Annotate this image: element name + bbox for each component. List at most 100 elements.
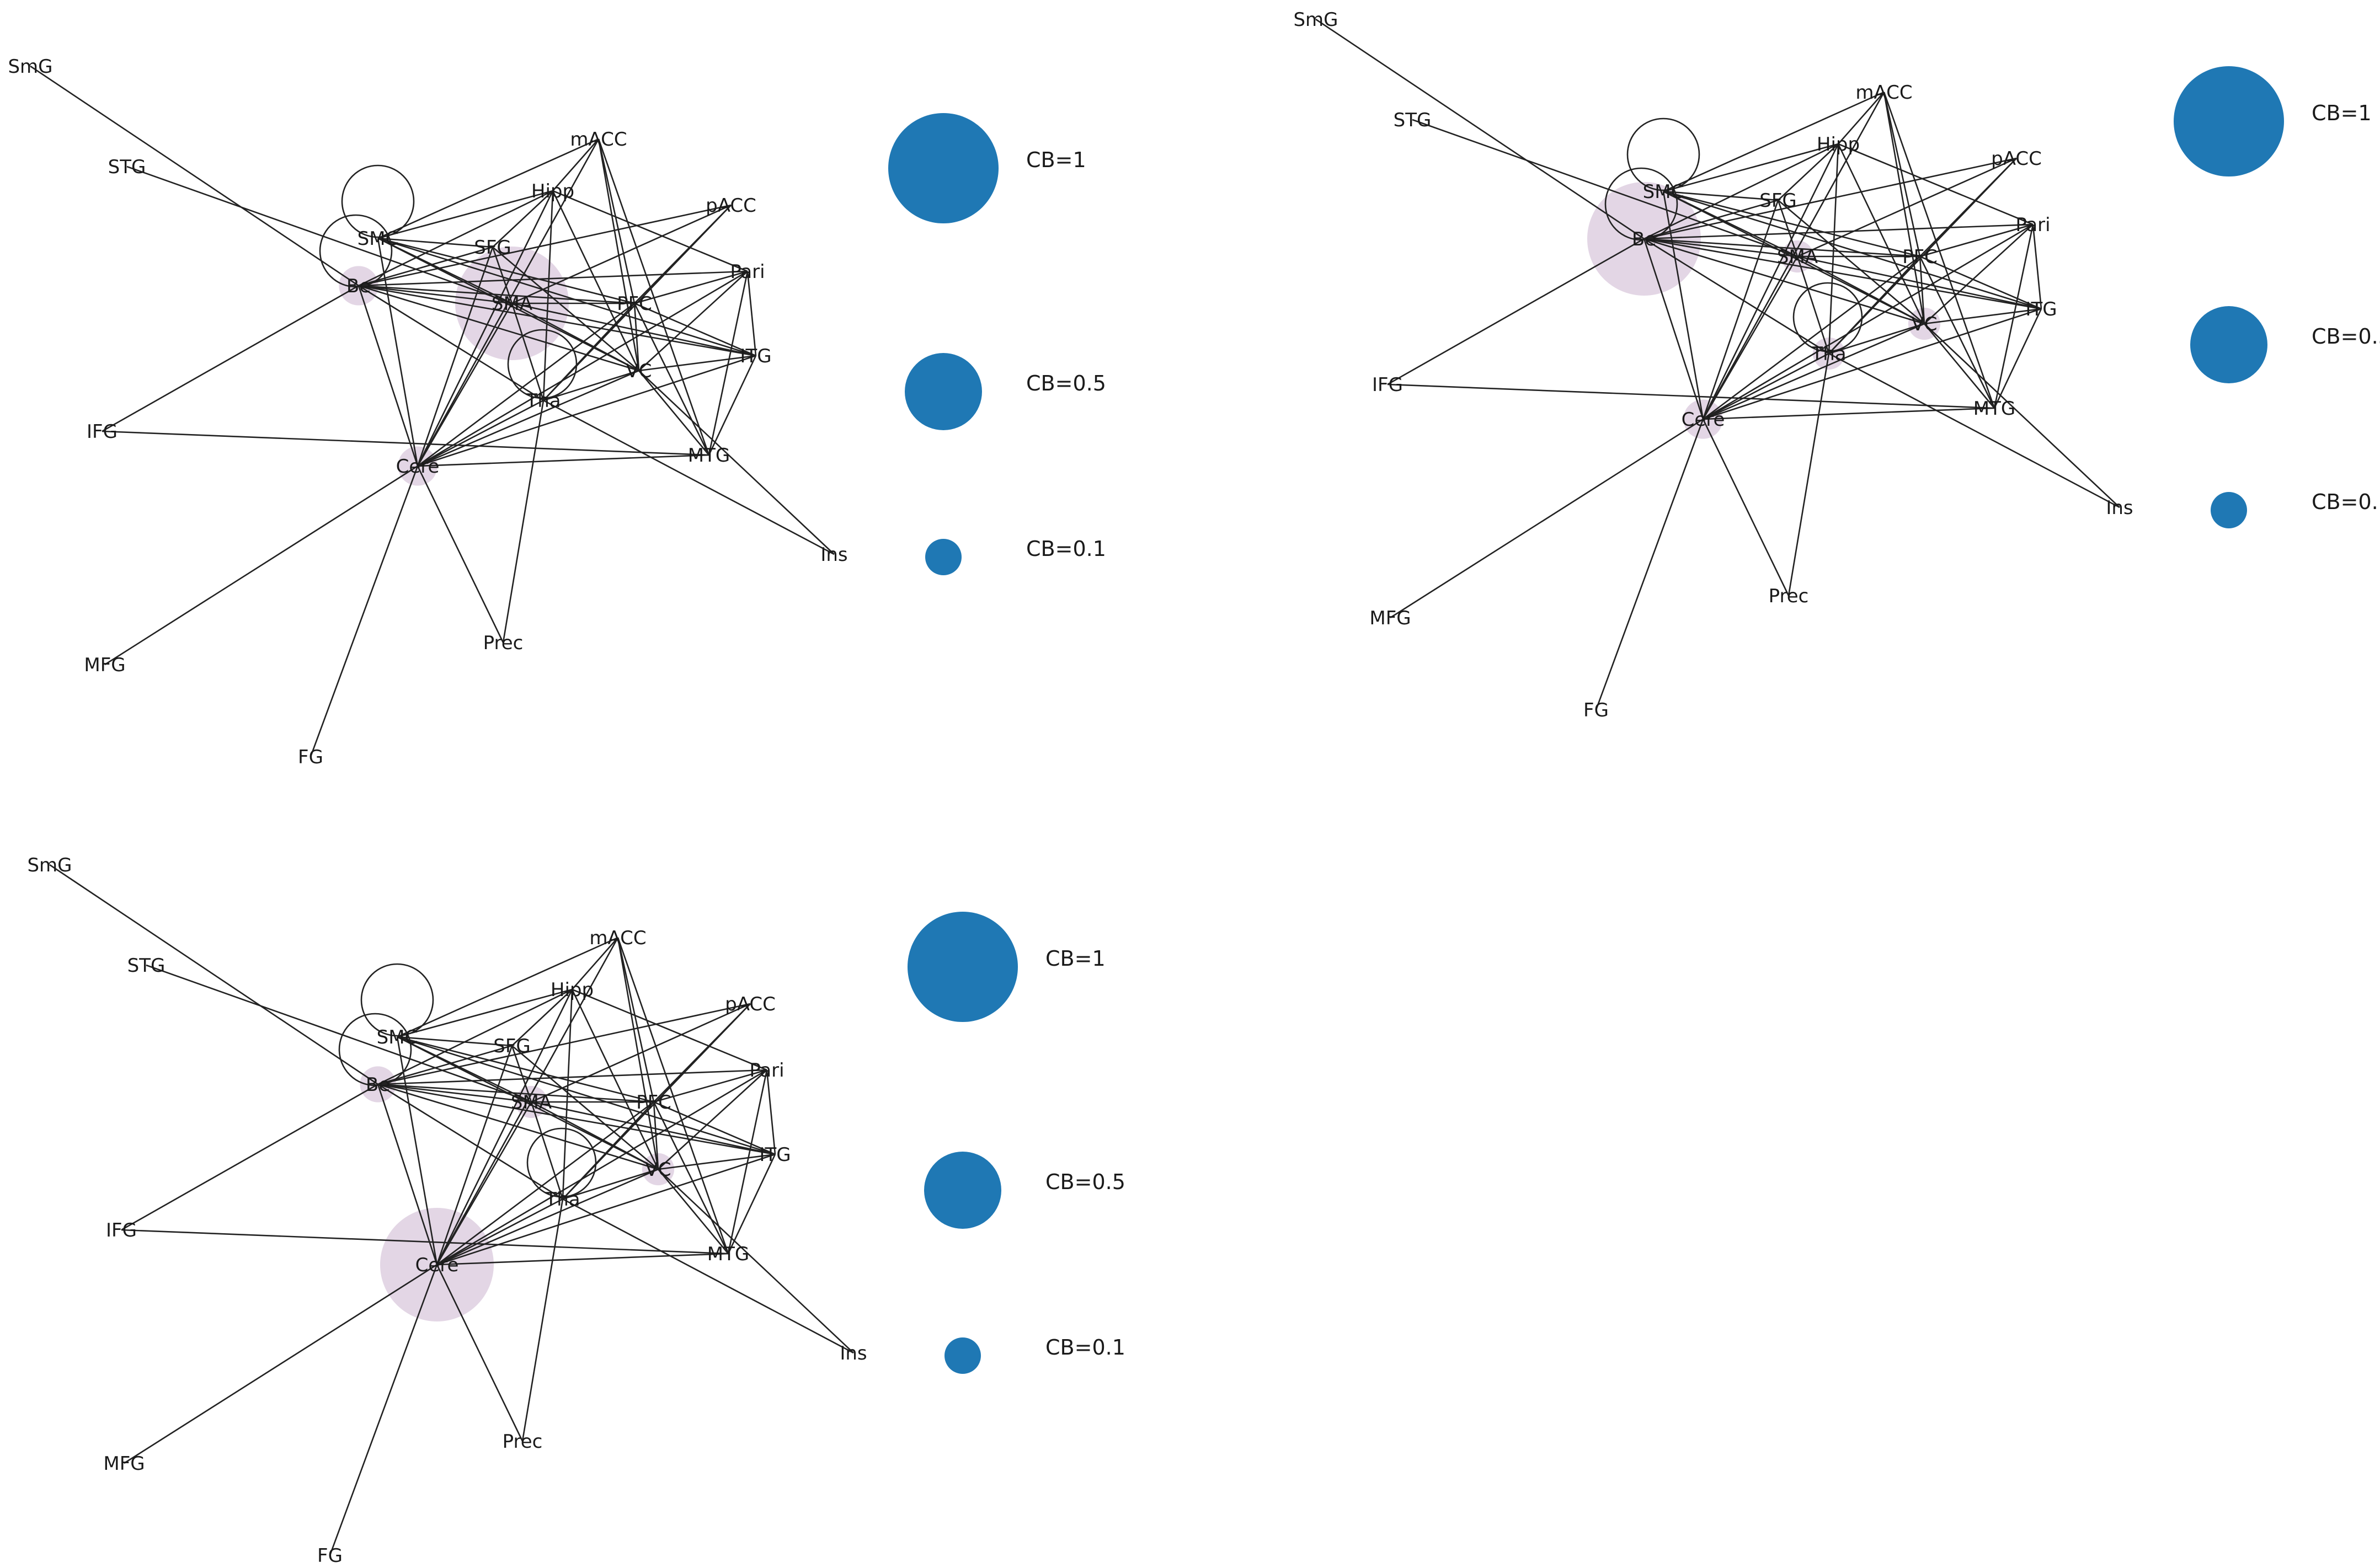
edge-smc-vc xyxy=(1663,190,1925,325)
legend-circle-1 xyxy=(2174,66,2284,176)
edge-pari-cere xyxy=(417,270,748,467)
legend-label-3: CB=0.1 xyxy=(1026,537,1106,561)
edge-sma-itg xyxy=(511,302,756,357)
edge-be-sma xyxy=(1643,238,1798,258)
edge-macc-smc xyxy=(397,936,618,1038)
node-label-vc: VC xyxy=(1912,313,1938,335)
edge-pfc-pari xyxy=(1919,223,2034,258)
edge-vc-mtg xyxy=(638,370,710,456)
edge-macc-pfc xyxy=(1883,92,1921,257)
edge-cere-mtg xyxy=(436,1253,729,1266)
edge-stg-sma xyxy=(146,964,532,1103)
edge-pacc-sma xyxy=(1797,157,2017,258)
edge-be-pfc xyxy=(1643,238,1920,258)
edge-pfc-tha xyxy=(1828,256,1920,354)
edge-sfg-cere xyxy=(1702,200,1779,420)
edge-macc-smc xyxy=(1663,91,1885,192)
edge-hipp-cere xyxy=(436,989,573,1265)
edge-hipp-vc xyxy=(1837,143,1925,324)
node-label-hipp: Hipp xyxy=(1817,133,1860,156)
edge-sma-tha xyxy=(530,1101,564,1200)
edge-itg-cere xyxy=(417,355,756,467)
node-label-pfc: PFC xyxy=(636,1091,671,1114)
edge-be-itg xyxy=(377,1083,776,1155)
edge-smc-pfc xyxy=(377,237,635,304)
edge-pfc-tha xyxy=(562,1101,654,1200)
node-label-be: Be xyxy=(346,275,371,297)
edge-pari-mtg xyxy=(727,1069,768,1254)
legend-circle-2 xyxy=(2190,306,2267,383)
self-loop-be xyxy=(319,214,393,288)
edge-hipp-sfg xyxy=(1778,143,1839,201)
edge-vc-mtg xyxy=(1923,323,1995,409)
legend-label-1: CB=1 xyxy=(2312,101,2372,125)
node-label-cere: Cere xyxy=(396,456,440,478)
legend-label-1: CB=1 xyxy=(1045,946,1106,971)
edge-macc-smc xyxy=(377,138,599,239)
edge-vc-mtg xyxy=(657,1169,729,1254)
edge-smg-be xyxy=(49,864,378,1085)
edge-hipp-cere xyxy=(1702,143,1839,420)
edge-ins-tha xyxy=(1828,352,2120,509)
edge-prec-tha xyxy=(521,1198,564,1442)
node-label-stg: STG xyxy=(1394,109,1432,131)
edge-pacc-be xyxy=(358,204,732,287)
edge-sfg-sma xyxy=(1777,200,1799,257)
edge-be-pari xyxy=(358,270,748,287)
edge-macc-mtg xyxy=(597,138,710,456)
legend-label-3: CB=0.1 xyxy=(2312,490,2380,514)
node-label-prec: Prec xyxy=(1769,585,1809,607)
edge-macc-pfc xyxy=(617,937,655,1103)
node-label-cere: Cere xyxy=(415,1254,459,1276)
edge-be-sma xyxy=(377,1083,532,1103)
edge-pfc-mtg xyxy=(653,1101,729,1254)
node-label-itg: ITG xyxy=(759,1144,791,1166)
node-label-pacc: pACC xyxy=(1991,148,2042,170)
edge-smc-pfc xyxy=(397,1036,654,1103)
self-loop-be xyxy=(338,1013,412,1087)
legend-circle-3 xyxy=(925,539,962,575)
edge-ins-tha xyxy=(543,399,835,555)
edge-be-sfg xyxy=(358,246,493,287)
edge-pfc-mtg xyxy=(633,303,710,456)
edge-hipp-be xyxy=(358,190,553,287)
node-label-smc: SMC xyxy=(357,228,399,250)
edge-sma-tha xyxy=(1796,256,1830,354)
edge-stg-sma xyxy=(126,165,513,304)
edge-be-itg xyxy=(1643,238,2042,310)
edge-hipp-vc xyxy=(571,989,659,1170)
edge-pari-vc xyxy=(1924,224,2034,324)
node-label-sma: SMA xyxy=(1777,246,1818,268)
edge-vc-cere xyxy=(436,1168,659,1266)
edge-hipp-pari xyxy=(1838,143,2034,226)
edge-pari-cere xyxy=(1703,223,2034,420)
edge-be-cere xyxy=(357,285,419,467)
edge-macc-hipp xyxy=(1838,92,1885,145)
edge-sma-vc xyxy=(511,302,639,372)
node-label-macc: mACC xyxy=(589,927,646,949)
node-label-mtg: MTG xyxy=(707,1243,749,1265)
edge-hipp-vc xyxy=(552,190,640,371)
edge-ins-vc xyxy=(638,370,835,555)
self-loop-be xyxy=(1604,167,1678,241)
node-label-sfg: SFG xyxy=(1759,190,1797,212)
legend-circle-1 xyxy=(888,113,999,223)
edge-itg-vc xyxy=(658,1153,776,1170)
node-label-sma: SMA xyxy=(492,293,532,315)
edge-pfc-tha xyxy=(543,303,635,401)
node-label-smg: SmG xyxy=(1293,9,1338,31)
edge-pfc-pari xyxy=(653,1069,767,1103)
edge-be-cere xyxy=(377,1084,438,1265)
edge-hipp-tha xyxy=(1828,143,1839,354)
edge-sma-tha xyxy=(511,303,545,401)
node-label-prec: Prec xyxy=(503,1431,543,1453)
edge-smc-itg xyxy=(377,237,756,357)
node-label-mfg: MFG xyxy=(84,654,125,676)
node-label-itg: ITG xyxy=(2025,298,2057,320)
node-label-ifg: IFG xyxy=(87,421,118,443)
edge-sma-cere xyxy=(436,1101,532,1265)
node-label-pari: Pari xyxy=(749,1059,784,1082)
node-label-smc: SMC xyxy=(1643,181,1684,203)
legend-label-2: CB=0.5 xyxy=(1045,1170,1125,1194)
